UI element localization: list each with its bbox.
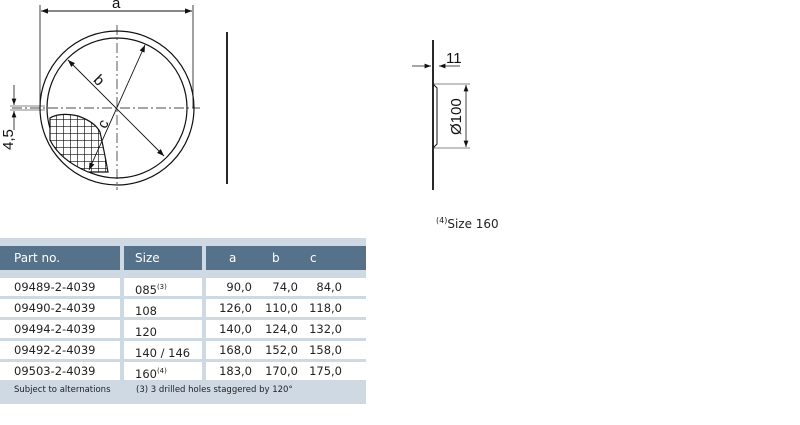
header-part-label: Part no.	[14, 251, 61, 265]
dim-a-label: a	[112, 0, 121, 12]
size-value: 108	[135, 304, 157, 318]
table-row-part: 09494-2-4039	[0, 320, 120, 338]
table-row-part: 09489-2-4039	[0, 278, 120, 296]
value-a: 90,0	[226, 280, 252, 294]
part-number: 09490-2-4039	[14, 301, 96, 315]
footer-note: Subject to alternations	[14, 385, 111, 395]
value-c: 158,0	[309, 343, 342, 357]
value-b: 74,0	[272, 280, 298, 294]
note-sup: (4)	[436, 216, 448, 225]
value-c: 132,0	[309, 322, 342, 336]
dim-diameter-label: Ø100	[448, 98, 465, 135]
size-value: 120	[135, 325, 157, 339]
front-view	[10, 5, 228, 190]
header-part: Part no.	[0, 246, 120, 270]
table-row-dims: 168,0 152,0 158,0	[206, 341, 366, 359]
note-text: Size 160	[447, 217, 499, 231]
dim-depth-label: 11	[446, 50, 462, 67]
table-row-size: 108	[124, 299, 202, 318]
part-number: 09503-2-4039	[14, 364, 96, 378]
table-row-dims: 140,0 124,0 132,0	[206, 320, 366, 338]
table-row-size: 120	[124, 320, 202, 339]
value-c: 118,0	[309, 301, 342, 315]
table-row-dims: 183,0 170,0 175,0	[206, 362, 366, 380]
value-b: 124,0	[265, 322, 298, 336]
value-a: 126,0	[219, 301, 252, 315]
side-view	[412, 40, 470, 190]
footer-footnote: (3) 3 drilled holes staggered by 120°	[136, 385, 293, 395]
parts-table: Part no. Size a b c 09489-2-4039 085 (3) …	[0, 238, 366, 404]
size-footnote: (4)	[156, 367, 167, 375]
part-number: 09489-2-4039	[14, 280, 96, 294]
header-size-label: Size	[135, 251, 160, 265]
part-number: 09492-2-4039	[14, 343, 96, 357]
table-row-dims: 126,0 110,0 118,0	[206, 299, 366, 317]
table-row-part: 09503-2-4039	[0, 362, 120, 380]
value-a: 168,0	[219, 343, 252, 357]
technical-drawing: a b c 4,5 11 Ø100	[0, 0, 470, 190]
size-value: 085	[135, 283, 157, 297]
header-size: Size	[124, 246, 202, 270]
size-note: (4)Size 160	[436, 216, 499, 231]
value-a: 140,0	[219, 322, 252, 336]
dim-b-label: b	[90, 72, 108, 90]
value-b: 110,0	[265, 301, 298, 315]
table-row-part: 09490-2-4039	[0, 299, 120, 317]
value-c: 84,0	[316, 280, 342, 294]
header-c: c	[310, 251, 317, 265]
part-number: 09494-2-4039	[14, 322, 96, 336]
table-row-size: 160(4)	[124, 362, 202, 381]
size-footnote: (3)	[156, 283, 167, 291]
header-a: a	[229, 251, 237, 265]
size-value: 160	[135, 367, 157, 381]
table-row-dims: 90,0 74,0 84,0	[206, 278, 366, 296]
dim-hole-label: 4,5	[0, 129, 17, 150]
value-b: 170,0	[265, 364, 298, 378]
header-b: b	[272, 251, 280, 265]
value-b: 152,0	[265, 343, 298, 357]
size-value: 140 / 146	[135, 346, 191, 360]
table-row-size: 085(3)	[124, 278, 202, 297]
value-a: 183,0	[219, 364, 252, 378]
value-c: 175,0	[309, 364, 342, 378]
header-dims: a b c	[206, 246, 366, 270]
table-row-size: 140 / 146	[124, 341, 202, 360]
table-row-part: 09492-2-4039	[0, 341, 120, 359]
